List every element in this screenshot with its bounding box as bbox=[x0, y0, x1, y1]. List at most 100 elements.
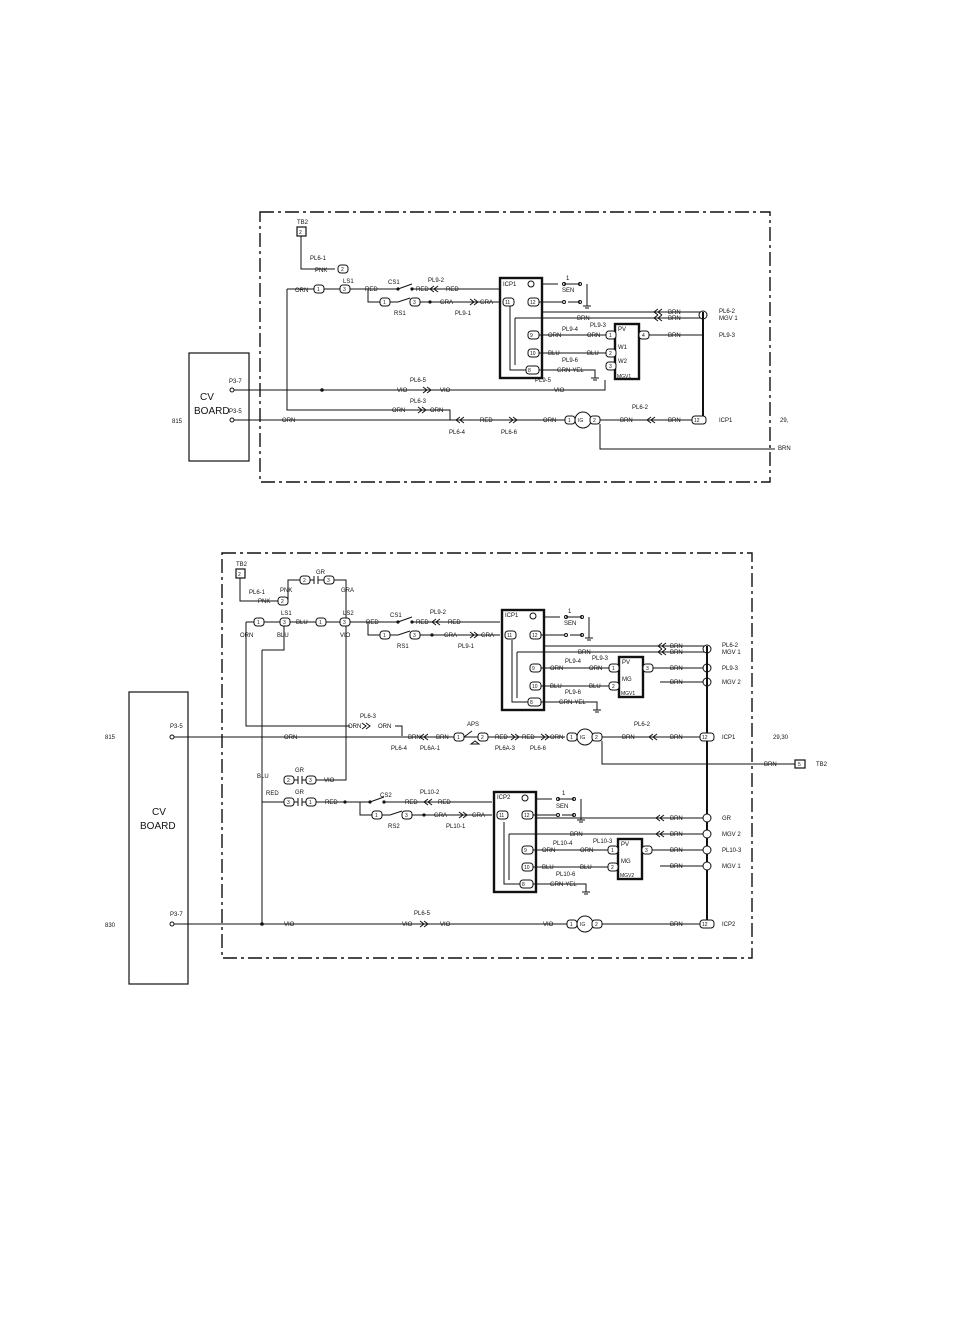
mgv1-label: MGV 1 bbox=[722, 864, 741, 870]
ig-label: IG bbox=[580, 922, 585, 928]
icp2-label: ICP2 bbox=[722, 922, 736, 928]
brn-label: BRN bbox=[670, 922, 683, 928]
red-label: RED bbox=[480, 418, 493, 424]
icp1-label: ICP1 bbox=[719, 418, 733, 424]
connector-arrow bbox=[469, 631, 479, 639]
pl9-3-top-label: PL9-3 bbox=[590, 323, 607, 329]
cs2-label: CS2 bbox=[380, 793, 392, 799]
board-label: BOARD bbox=[140, 821, 176, 832]
connector-pin bbox=[502, 297, 515, 307]
red-label: RED bbox=[522, 735, 535, 741]
brn-label: BRN bbox=[668, 316, 681, 322]
contact bbox=[572, 797, 576, 801]
connector-pin bbox=[477, 732, 489, 742]
orn-label: ORN bbox=[550, 666, 563, 672]
pl9-6-label: PL9-6 bbox=[562, 358, 579, 364]
connector-pin bbox=[337, 264, 349, 274]
contact bbox=[556, 797, 560, 801]
wire-orn bbox=[245, 622, 350, 727]
node-dot bbox=[320, 388, 324, 392]
wire bbox=[367, 289, 380, 303]
node-dot bbox=[382, 800, 386, 804]
w1-label: W1 bbox=[618, 345, 628, 351]
pl6-3-label: PL6-3 bbox=[360, 714, 377, 720]
connector-gr bbox=[310, 576, 324, 584]
connector-arrow bbox=[419, 733, 429, 741]
mgv1-label: MGV 1 bbox=[719, 316, 738, 322]
mg-label: MG bbox=[621, 859, 631, 865]
connector-arrow bbox=[431, 618, 441, 626]
gra-label: GRA bbox=[480, 300, 493, 306]
pin-number: 10 bbox=[524, 865, 530, 871]
pl9-6-label: PL9-6 bbox=[565, 690, 582, 696]
internal-wire bbox=[509, 306, 526, 371]
contact bbox=[564, 615, 568, 619]
contact bbox=[578, 300, 582, 304]
tb2-pin: 2 bbox=[238, 572, 241, 578]
sen-number: 1 bbox=[568, 609, 572, 615]
wire-vio bbox=[232, 380, 606, 391]
vio-label: VIO bbox=[440, 388, 451, 394]
node-dot bbox=[396, 287, 400, 291]
node-dot bbox=[430, 633, 434, 637]
brn-label: BRN bbox=[670, 650, 683, 656]
pin-number: 1 bbox=[570, 922, 573, 928]
brn-label: BRN bbox=[668, 310, 681, 316]
node-dot bbox=[368, 800, 372, 804]
ref-label: 29, bbox=[780, 418, 789, 424]
pl6-1-label: PL6-1 bbox=[310, 256, 327, 262]
orn-label: ORN bbox=[580, 848, 593, 854]
brn-label: BRN bbox=[577, 316, 590, 322]
pin-number: 5 bbox=[798, 762, 801, 768]
pin-number: 2 bbox=[609, 351, 612, 357]
contact bbox=[578, 282, 582, 286]
p3-5-label: P3-5 bbox=[170, 724, 183, 730]
pin-number: 11 bbox=[505, 300, 510, 306]
terminal bbox=[229, 417, 235, 423]
brn-label: BRN bbox=[670, 644, 683, 650]
pin-number: 3 bbox=[343, 287, 346, 293]
pl6a-1-label: PL6A-1 bbox=[420, 746, 441, 752]
grn-yel-label: GRN-YEL bbox=[550, 882, 577, 888]
contact bbox=[580, 633, 584, 637]
blu-label: BLU bbox=[296, 620, 308, 626]
terminal bbox=[229, 387, 235, 393]
pl6-4-label: PL6-4 bbox=[449, 430, 466, 436]
pin-number: 2 bbox=[303, 578, 306, 584]
p3-5-label: P3-5 bbox=[229, 409, 242, 415]
pin-number: 3 bbox=[646, 666, 649, 672]
ig-label: IG bbox=[580, 735, 585, 741]
mgv2-label: MGV 2 bbox=[722, 832, 741, 838]
pin-number: 11 bbox=[507, 633, 512, 639]
red-label: RED bbox=[266, 791, 279, 797]
ground-icon bbox=[577, 799, 585, 823]
wire bbox=[359, 802, 372, 816]
board-label: BOARD bbox=[194, 406, 230, 417]
sen-number: 1 bbox=[562, 791, 566, 797]
wire-pnk bbox=[300, 236, 335, 270]
pin-number: 1 bbox=[319, 620, 322, 626]
brn-label: BRN bbox=[408, 735, 421, 741]
terminal bbox=[169, 734, 175, 740]
mgv1-valve bbox=[617, 655, 645, 699]
node-dot bbox=[396, 620, 400, 624]
enclosure-border-1 bbox=[259, 211, 771, 483]
icp2-module bbox=[492, 790, 538, 894]
pl6-6-label: PL6-6 bbox=[501, 430, 518, 436]
pl9-2-label: PL9-2 bbox=[428, 278, 445, 284]
node-dot bbox=[410, 287, 414, 291]
pl6a-3-label: PL6A-3 bbox=[495, 746, 516, 752]
pin-number: 1 bbox=[609, 333, 612, 339]
connector-arrow bbox=[423, 798, 433, 806]
connector-arrow bbox=[655, 814, 665, 822]
brn-label: BRN bbox=[670, 864, 683, 870]
vio-label: VIO bbox=[397, 388, 408, 394]
pin-number: 1 bbox=[383, 633, 386, 639]
terminal-circle bbox=[529, 612, 537, 620]
pin-number: 9 bbox=[524, 848, 527, 854]
icp1-box-label: ICP1 bbox=[503, 282, 517, 288]
pl6-4-label: PL6-4 bbox=[391, 746, 408, 752]
connector-arrow bbox=[458, 811, 468, 819]
gr-label: GR bbox=[722, 816, 732, 822]
pin-number: 9 bbox=[530, 333, 533, 339]
